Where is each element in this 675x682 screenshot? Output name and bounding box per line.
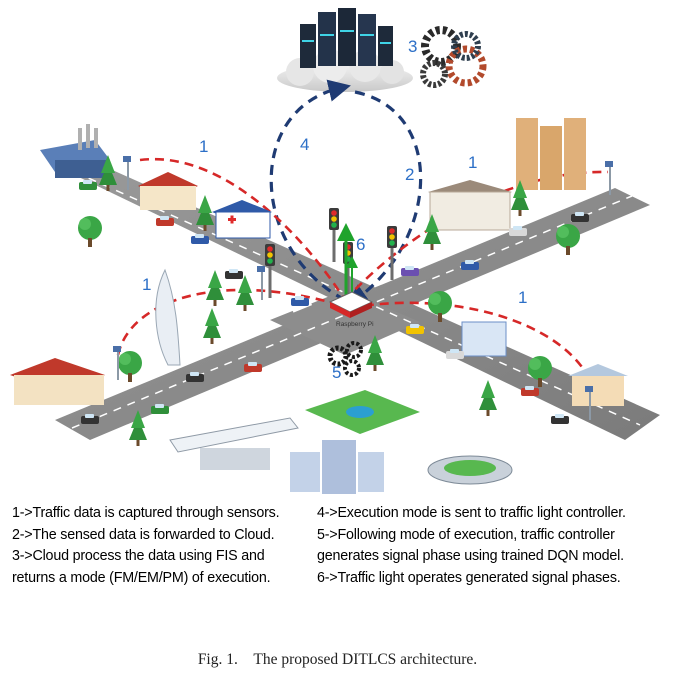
controller-label: Raspberry Pi <box>336 321 374 328</box>
step-label-6: 6 <box>356 235 365 254</box>
legend-line: returns a mode (FM/EM/PM) of execution. <box>12 569 271 586</box>
legend-line: 4->Execution mode is sent to traffic lig… <box>317 505 626 521</box>
step-label-5: 5 <box>332 363 341 382</box>
legend-left-column: 1->Traffic data is captured through sens… <box>12 503 280 589</box>
raspberry-pi-icon: Raspberry Pi <box>328 291 374 328</box>
legend-line: 1->Traffic data is captured through sens… <box>12 505 280 521</box>
building-icon <box>10 118 628 494</box>
figure-caption: Fig. 1. The proposed DITLCS architecture… <box>0 651 675 669</box>
caption-label: Fig. 1. <box>197 651 238 668</box>
legend-line: 6->Traffic light operates generated sign… <box>317 569 621 586</box>
cloud-server-icon <box>277 8 413 92</box>
legend-right-column: 4->Execution mode is sent to traffic lig… <box>317 503 626 589</box>
step-label-1a: 1 <box>199 137 208 156</box>
step-label-2: 2 <box>405 165 414 184</box>
step-label-4: 4 <box>300 135 309 154</box>
step-label-1b: 1 <box>468 153 477 172</box>
architecture-diagram: Raspberry Pi 1 1 1 1 2 3 4 5 6 <box>10 8 660 494</box>
legend-line: 3->Cloud process the data using FIS and <box>12 548 265 564</box>
legend-line: generates signal phase using trained DQN… <box>317 548 624 564</box>
legend-line: 2->The sensed data is forwarded to Cloud… <box>12 526 275 543</box>
cloud-links <box>269 79 423 307</box>
step-label-3: 3 <box>408 37 417 56</box>
legend: 1->Traffic data is captured through sens… <box>12 503 672 623</box>
controller-gears-icon <box>327 341 363 377</box>
legend-line: 5->Following mode of execution, traffic … <box>317 526 615 543</box>
step-label-1d: 1 <box>518 288 527 307</box>
caption-text: The proposed DITLCS architecture. <box>253 651 478 668</box>
step-label-1c: 1 <box>142 275 151 294</box>
step-labels: 1 1 1 1 2 3 4 5 6 <box>142 37 527 382</box>
gears-icon <box>420 26 487 88</box>
